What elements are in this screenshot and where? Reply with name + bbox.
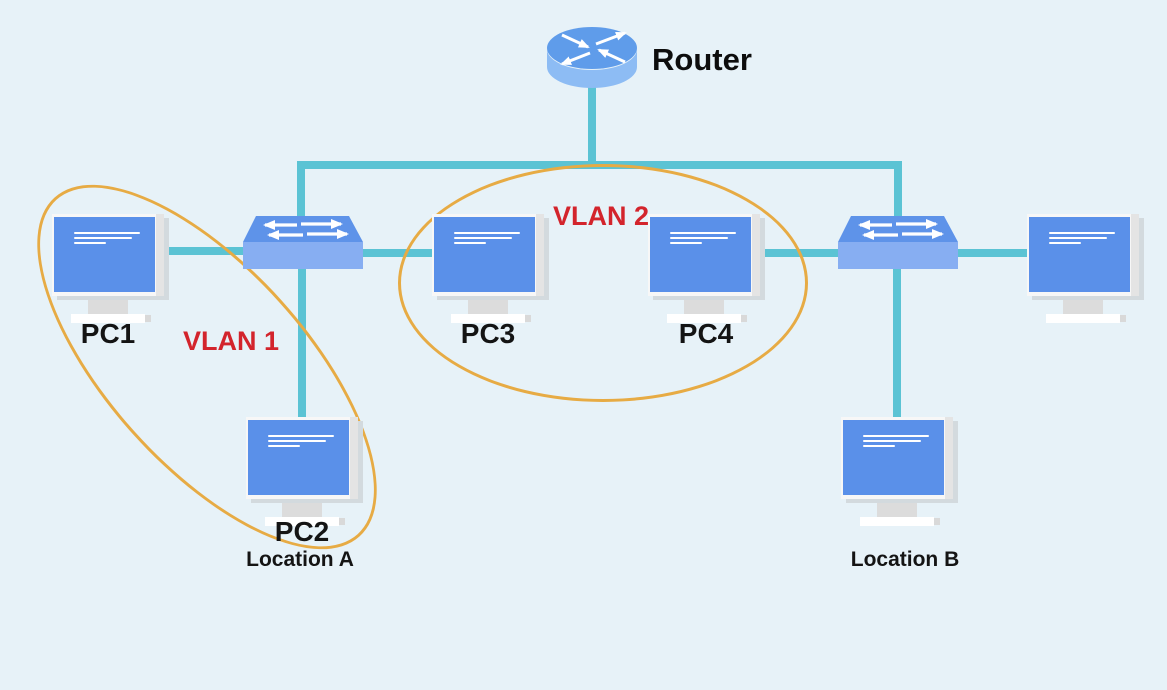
pc2-label: PC2 bbox=[274, 516, 330, 547]
monitor-screen bbox=[248, 420, 349, 495]
pc1-label: PC1 bbox=[80, 318, 136, 349]
monitor-base bbox=[1046, 314, 1126, 323]
switch-b-node bbox=[838, 215, 958, 269]
monitor-base bbox=[265, 517, 345, 526]
pc3-label: PC3 bbox=[460, 318, 516, 349]
switch-icon bbox=[243, 216, 363, 269]
pc4-label: PC4 bbox=[678, 318, 734, 349]
monitor-icon bbox=[432, 214, 544, 296]
link-switch-b-pc-bottom bbox=[893, 265, 901, 420]
monitor-icon bbox=[1027, 214, 1139, 296]
monitor-screen bbox=[1029, 217, 1130, 292]
link-switch-b-pc-right bbox=[954, 249, 1032, 257]
monitor-stand bbox=[684, 296, 724, 314]
link-trunk-switch-a bbox=[297, 163, 305, 217]
switch-a-node bbox=[243, 215, 363, 269]
pc1-node bbox=[52, 214, 164, 323]
switch-icon bbox=[838, 216, 958, 269]
pc4-node bbox=[648, 214, 760, 323]
monitor-base bbox=[860, 517, 940, 526]
monitor-icon bbox=[246, 417, 358, 499]
location-a-label: Location A bbox=[246, 548, 354, 571]
monitor-base bbox=[667, 314, 747, 323]
link-trunk-switch-b bbox=[894, 163, 902, 217]
monitor-screen bbox=[843, 420, 944, 495]
pc3-node bbox=[432, 214, 544, 323]
link-router-trunk bbox=[588, 84, 596, 164]
monitor-icon bbox=[841, 417, 953, 499]
pc-right-node bbox=[1027, 214, 1139, 323]
link-switch-a-pc2 bbox=[298, 265, 306, 420]
vlan1-ellipse bbox=[0, 130, 434, 604]
monitor-screen bbox=[54, 217, 155, 292]
monitor-stand bbox=[282, 499, 322, 517]
vlan1-label: VLAN 1 bbox=[182, 326, 280, 356]
router-icon bbox=[547, 27, 637, 88]
router-label: Router bbox=[652, 42, 752, 77]
monitor-screen bbox=[434, 217, 535, 292]
monitor-base bbox=[451, 314, 531, 323]
vlan2-label: VLAN 2 bbox=[552, 201, 650, 231]
vlan2-ellipse bbox=[398, 164, 808, 402]
monitor-icon bbox=[52, 214, 164, 296]
monitor-stand bbox=[877, 499, 917, 517]
pc-bottom-right-node bbox=[841, 417, 953, 526]
monitor-icon bbox=[648, 214, 760, 296]
monitor-stand bbox=[1063, 296, 1103, 314]
monitor-stand bbox=[88, 296, 128, 314]
link-pc1-switch-a bbox=[158, 247, 250, 255]
monitor-stand bbox=[468, 296, 508, 314]
link-switch-a-pc3 bbox=[358, 249, 438, 257]
monitor-base bbox=[71, 314, 151, 323]
location-b-label: Location B bbox=[850, 548, 960, 571]
router-node bbox=[546, 26, 638, 90]
pc2-node bbox=[246, 417, 358, 526]
monitor-screen bbox=[650, 217, 751, 292]
